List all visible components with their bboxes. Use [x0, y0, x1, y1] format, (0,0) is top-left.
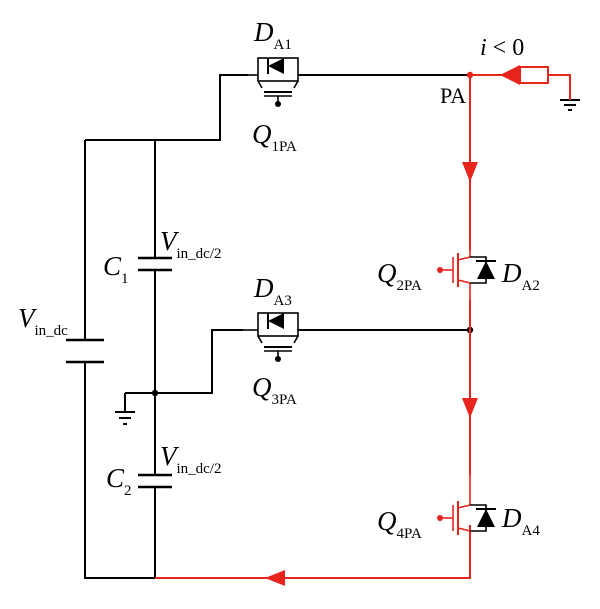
dc-source — [66, 338, 104, 364]
label-node-pa: PA — [440, 83, 466, 108]
label-q2: Q2PA — [377, 258, 422, 294]
label-da1: DA1 — [253, 17, 292, 53]
dc-link-wiring — [84, 74, 470, 579]
diode-da4 — [470, 504, 496, 532]
node-pa-dot — [466, 71, 474, 79]
igbt-q2 — [442, 250, 471, 300]
label-q4: Q4PA — [377, 506, 422, 542]
current-arrow-icon — [462, 398, 478, 418]
gate-terminal — [275, 101, 281, 107]
label-v-in-dc: Vin_dc — [18, 303, 68, 339]
capacitor-c1 — [138, 256, 172, 272]
label-v-half-top: Vin_dc/2 — [160, 226, 222, 262]
label-v-half-bottom: Vin_dc/2 — [160, 441, 222, 477]
label-c2: C2 — [106, 463, 132, 499]
ground-icon — [560, 99, 580, 111]
igbt-q1 — [248, 57, 299, 103]
label-q1: Q1PA — [252, 119, 297, 155]
igbt-q3 — [243, 312, 299, 358]
gate-terminal — [437, 267, 443, 273]
label-current: i< 0 — [480, 35, 524, 61]
gate-terminal — [437, 515, 443, 521]
label-da2: DA2 — [501, 258, 540, 294]
label-c1: C1 — [103, 251, 129, 287]
current-arrow-icon — [265, 570, 285, 586]
load-resistor — [519, 66, 549, 84]
capacitor-c2 — [138, 473, 172, 489]
label-da4: DA4 — [501, 503, 540, 539]
current-arrow-icon — [462, 162, 478, 182]
current-arrow-icon — [500, 65, 520, 85]
ground-icon — [115, 411, 135, 425]
diode-da3 — [267, 313, 284, 329]
diode-da2 — [470, 256, 496, 284]
igbt-q4 — [442, 475, 471, 535]
junction-dot — [151, 389, 159, 397]
label-da3: DA3 — [253, 273, 292, 309]
gate-terminal — [275, 356, 281, 362]
diode-da1 — [267, 58, 284, 74]
label-q3: Q3PA — [252, 372, 297, 408]
